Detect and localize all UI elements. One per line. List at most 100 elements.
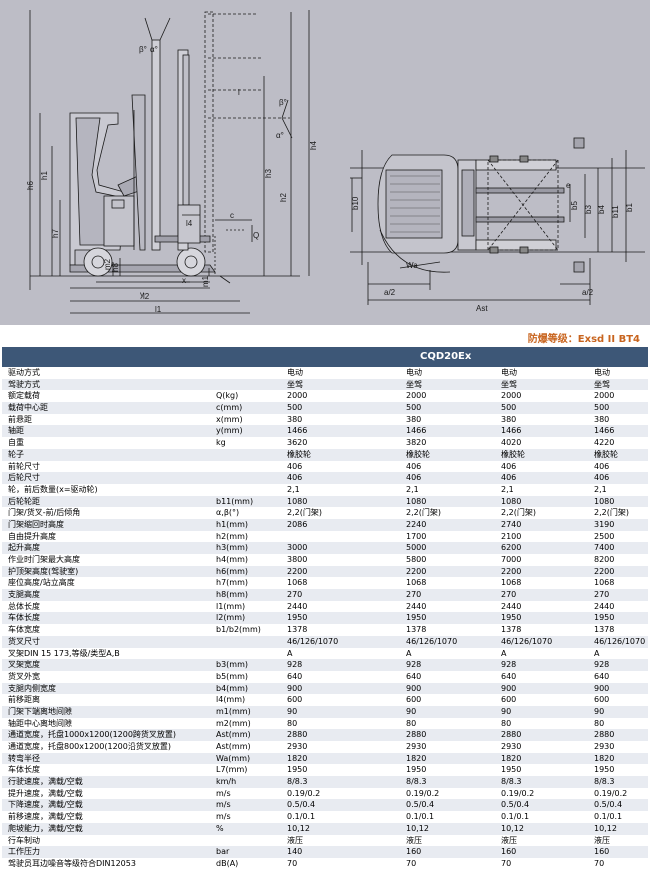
row-value-1: 900 (287, 683, 303, 693)
row-value-3: 2,1 (501, 484, 514, 494)
label-a2-right: a/2 (582, 288, 594, 297)
row-label: 驱动方式 (8, 368, 40, 377)
row-value-2: 液压 (406, 835, 422, 845)
row-value-1: 140 (287, 847, 303, 857)
row-label: 轴距 (8, 426, 24, 436)
row-value-4: 10,12 (594, 823, 617, 833)
row-label: 驾驶方式 (8, 379, 40, 389)
explosion-proof-rating: 防爆等级：Exsd II BT4 (0, 325, 650, 347)
row-label: 通道宽度，托盘800x1200(1200沿货叉放置) (8, 742, 171, 751)
row-value-4: 406 (594, 461, 610, 471)
row-value-2: 0.1/0.1 (406, 812, 435, 822)
row-value-4: 1378 (594, 625, 615, 635)
row-value-4: 0.5/0.4 (594, 800, 623, 810)
row-label: 提升速度，满载/空载 (8, 788, 83, 798)
row-value-1: 3620 (287, 438, 308, 448)
row-value-1: 橡胶轮 (287, 449, 311, 459)
row-value-1: 10,12 (287, 823, 310, 833)
row-value-3: 406 (501, 473, 517, 483)
row-value-3: 0.19/0.2 (501, 788, 535, 798)
row-label: 驾驶员耳边噪音等级符合DIN12053 (8, 858, 136, 868)
row-label: 门架/货叉-前/后倾角 (8, 508, 81, 518)
row-value-3: 7000 (501, 555, 522, 564)
row-value-2: 2930 (406, 742, 427, 751)
row-label: 轴距中心离地间隙 (8, 718, 72, 728)
row-value-2: 90 (406, 706, 417, 716)
row-value-3: 2440 (501, 601, 522, 611)
row-unit: b1/b2(mm) (216, 625, 261, 635)
row-value-2: 2880 (406, 730, 427, 740)
row-value-2: 3820 (406, 438, 427, 448)
technical-drawing: β° α° β° α° h6 h1 h7 h8 h3 h2 h4 m2 m1 l… (0, 0, 650, 325)
label-alpha-2: α° (276, 131, 284, 140)
row-value-3: 液压 (501, 835, 517, 845)
row-value-1: 1378 (287, 625, 308, 635)
label-h3: h3 (264, 169, 273, 178)
row-value-4: 0.1/0.1 (594, 812, 623, 822)
row-value-4: 坐驾 (594, 379, 610, 389)
row-label: 后轮尺寸 (8, 473, 40, 483)
row-unit: m/s (216, 788, 231, 798)
row-unit: Ast(mm) (216, 730, 251, 740)
label-l4: l4 (186, 219, 193, 228)
row-value-3: 4020 (501, 438, 522, 448)
row-unit: b11(mm) (216, 496, 254, 506)
row-value-3: 坐驾 (501, 379, 517, 389)
row-label: 支腿内侧宽度 (8, 683, 56, 693)
row-value-2: 电动 (406, 368, 422, 377)
row-value-2: 270 (406, 590, 422, 600)
row-label: 作业时门架最大高度 (8, 555, 80, 564)
row-value-2: 1820 (406, 753, 427, 763)
row-value-1: 2200 (287, 566, 308, 576)
row-value-3: 80 (501, 718, 512, 728)
row-value-4: 2880 (594, 730, 615, 740)
row-label: 支腿高度 (8, 590, 40, 600)
model-name: CQD20Ex (420, 351, 472, 362)
row-value-4: 0.19/0.2 (594, 788, 628, 798)
row-unit: m1(mm) (216, 706, 251, 716)
label-b5: b5 (570, 201, 579, 210)
row-unit: h7(mm) (216, 578, 248, 588)
row-value-2: 5000 (406, 543, 427, 553)
row-value-3: 2880 (501, 730, 522, 740)
table-row: 轮子橡胶轮橡胶轮橡胶轮橡胶轮 (2, 448, 648, 461)
label-x: x (182, 276, 186, 285)
table-row: 驱动方式电动电动电动电动 (2, 367, 648, 379)
row-value-2: 2440 (406, 601, 427, 611)
row-value-1: 406 (287, 473, 303, 483)
row-value-1: 2,1 (287, 484, 300, 494)
row-value-2: 橡胶轮 (406, 449, 430, 459)
row-value-1: 电动 (287, 368, 303, 377)
label-b4: b4 (597, 205, 606, 214)
row-value-2: 640 (406, 671, 422, 681)
row-value-1: 46/126/1070 (287, 636, 339, 646)
label-b11: b11 (611, 205, 620, 218)
row-value-1: 2000 (287, 391, 308, 401)
row-value-1: 1080 (287, 496, 308, 506)
row-value-2: 1950 (406, 765, 427, 775)
rating-text: 防爆等级：Exsd II BT4 (527, 334, 640, 345)
row-value-4: 80 (594, 718, 605, 728)
row-value-3: 270 (501, 590, 517, 600)
row-value-1: 500 (287, 403, 303, 413)
row-label: 叉架DIN 15 173,等级/类型A,B (8, 648, 120, 658)
row-value-4: 8200 (594, 555, 615, 564)
table-row: 驾驶方式坐驾坐驾坐驾坐驾 (2, 378, 648, 391)
row-value-4: 2440 (594, 601, 615, 611)
label-beta-2: β° (279, 98, 287, 107)
label-alpha-1: α° (150, 45, 158, 54)
row-value-4: 1466 (594, 426, 615, 436)
